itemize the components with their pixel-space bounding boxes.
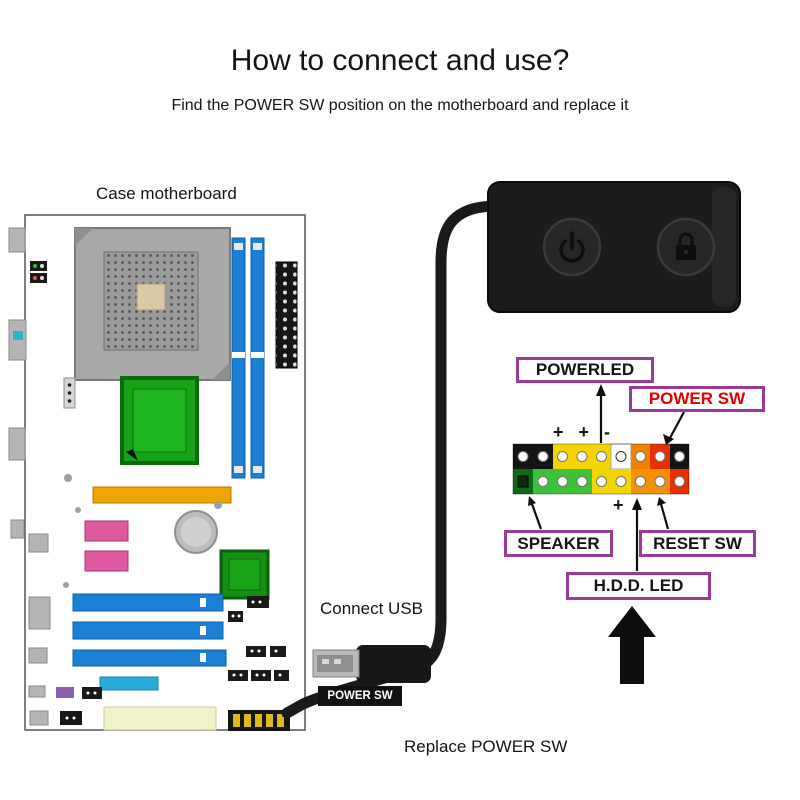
speaker-label: SPEAKER [504,530,613,557]
cpu [120,376,199,465]
power-sw-cable-tag: POWER SW [318,686,402,706]
chipset [219,549,270,600]
powerled-label: POWERLED [516,357,654,383]
connect-usb-caption: Connect USB [320,599,423,618]
pale-slot [103,706,217,731]
lock-button [656,217,716,277]
switch-device [487,181,741,313]
usb-overmold [356,645,431,683]
arrow-powerled [596,384,606,443]
reset-sw-label: RESET SW [639,530,756,557]
lock-icon [676,232,696,260]
arrow-reset-sw [657,497,670,530]
motherboard-illustration [8,214,306,731]
atx-power-connector [275,261,298,369]
arrow-hdd-led [632,498,642,571]
io-ports [8,227,27,539]
front-panel-connector [228,710,290,731]
switch-cable [281,200,503,719]
power-sw-label: POWER SW [629,386,765,412]
annotation-arrows [528,384,685,571]
ram-slots [231,237,265,479]
motherboard-caption: Case motherboard [96,184,237,203]
pci-slots [72,593,227,691]
page-subtitle: Find the POWER SW position on the mother… [171,97,629,114]
big-up-arrow [608,606,656,684]
agp-slot [92,486,232,504]
power-icon [559,231,585,263]
arrow-power-sw [663,411,685,445]
power-button [542,217,602,277]
pin-header [512,443,690,495]
arrow-speaker [528,496,543,530]
pin-polarity-top: + + - [553,422,616,442]
pink-slot-1 [84,520,129,542]
cmos-battery [174,510,218,554]
page-title: How to connect and use? [230,44,570,77]
pink-slot-2 [84,550,129,572]
pin-polarity-bottom: + [613,495,624,515]
usb-plug [312,649,360,678]
usb-connector [312,645,431,683]
cpu-socket [74,227,231,381]
hdd-led-label: H.D.D. LED [566,572,711,600]
replace-power-sw-caption: Replace POWER SW [404,737,568,756]
